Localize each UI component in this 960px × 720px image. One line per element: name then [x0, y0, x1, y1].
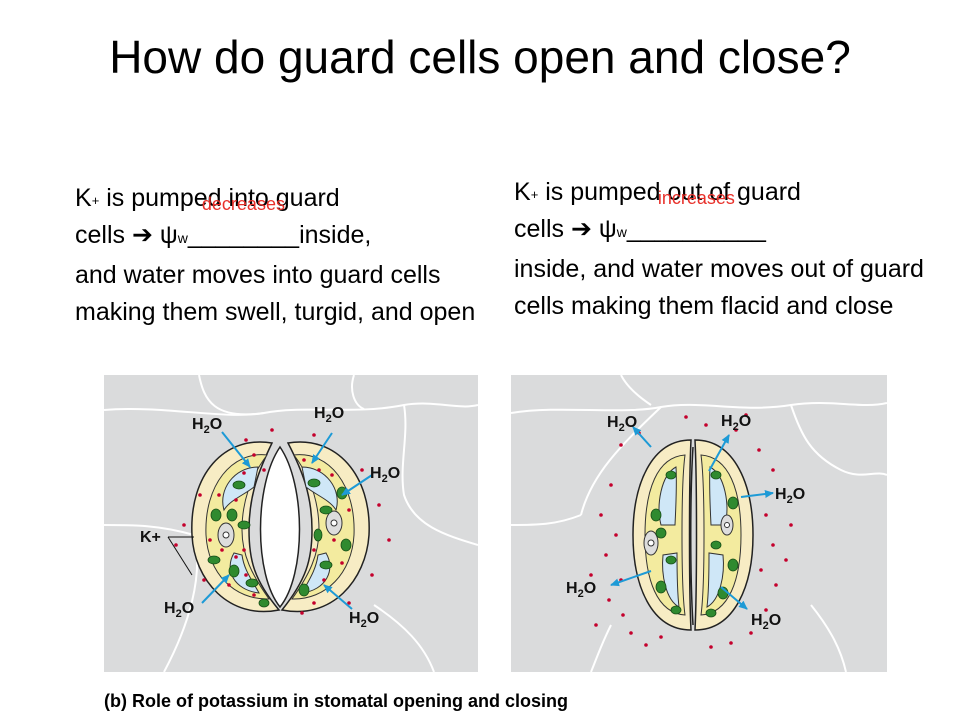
water-label: H2O: [751, 612, 781, 632]
text-segment: and water moves into guard cells making …: [75, 261, 476, 326]
text-segment: cells: [75, 221, 126, 249]
charge-superscript: +: [530, 187, 539, 202]
water-label: H2O: [370, 465, 400, 485]
potassium-text: K: [514, 178, 531, 206]
potassium-text: K: [75, 184, 92, 212]
water-label: H2O: [721, 413, 751, 433]
psi-subscript: w: [177, 230, 188, 246]
text-segment: cells: [514, 215, 565, 243]
stomatal-pore: [259, 445, 301, 609]
blank-line: __________: [626, 215, 766, 243]
closed-pore: [690, 446, 694, 626]
guard-cell-right: [694, 439, 754, 631]
water-labels: H2O H2O H2O H2O H2O: [566, 413, 805, 632]
psi-symbol: ψ: [152, 221, 178, 249]
closed-stoma-panel: H2O H2O H2O H2O H2O: [511, 375, 887, 672]
water-label: H2O: [775, 486, 805, 506]
figure-caption: (b) Role of potassium in stomatal openin…: [104, 691, 569, 711]
charge-superscript: +: [91, 193, 100, 208]
water-label: H2O: [192, 416, 222, 436]
arrow-icon: ➔: [570, 215, 592, 243]
close-description: K+ is pumped out of guard cells ➔ ψw ___…: [514, 174, 934, 325]
fill-blank: __________ increases: [626, 189, 766, 248]
closed-stoma-illustration: H2O H2O H2O H2O H2O: [511, 375, 887, 672]
fill-blank: ________ decreases: [187, 195, 300, 254]
chloroplasts: [650, 470, 739, 618]
potassium-ion-dots: [589, 413, 793, 649]
psi-symbol: ψ: [591, 215, 617, 243]
text-segment: is pumped out of guard: [538, 178, 801, 206]
text-segment: is pumped into guard: [99, 184, 340, 212]
water-label: H2O: [314, 405, 344, 425]
chloroplasts: [207, 478, 352, 608]
blank-answer: decreases: [201, 194, 285, 214]
water-label: H2O: [566, 580, 596, 600]
epidermal-cell-outlines: [511, 375, 887, 672]
text-segment: inside, and water moves out of guard cel…: [514, 255, 924, 320]
blank-line: ________: [187, 221, 300, 249]
water-arrows: [610, 426, 774, 610]
slide-title: How do guard cells open and close?: [109, 31, 851, 83]
water-label: H2O: [164, 600, 194, 620]
text-segment: inside,: [299, 221, 372, 249]
k-pointer-lines: [167, 536, 194, 576]
arrow-icon: ➔: [131, 221, 153, 249]
psi-subscript: w: [616, 224, 627, 240]
water-label: H2O: [607, 414, 637, 434]
water-label: H2O: [349, 610, 379, 630]
open-description: K+ is pumped into guard cells ➔ ψw _____…: [75, 180, 495, 331]
open-stoma-illustration: H2O H2O H2O H2O H2O K+: [104, 375, 478, 672]
potassium-ion-dots: [174, 428, 391, 615]
water-arrows: [201, 431, 373, 610]
open-stoma-panel: H2O H2O H2O H2O H2O K+: [104, 375, 478, 672]
water-labels: H2O H2O H2O H2O H2O K+: [140, 405, 400, 630]
potassium-label: K+: [140, 529, 161, 546]
blank-answer: increases: [657, 188, 735, 208]
